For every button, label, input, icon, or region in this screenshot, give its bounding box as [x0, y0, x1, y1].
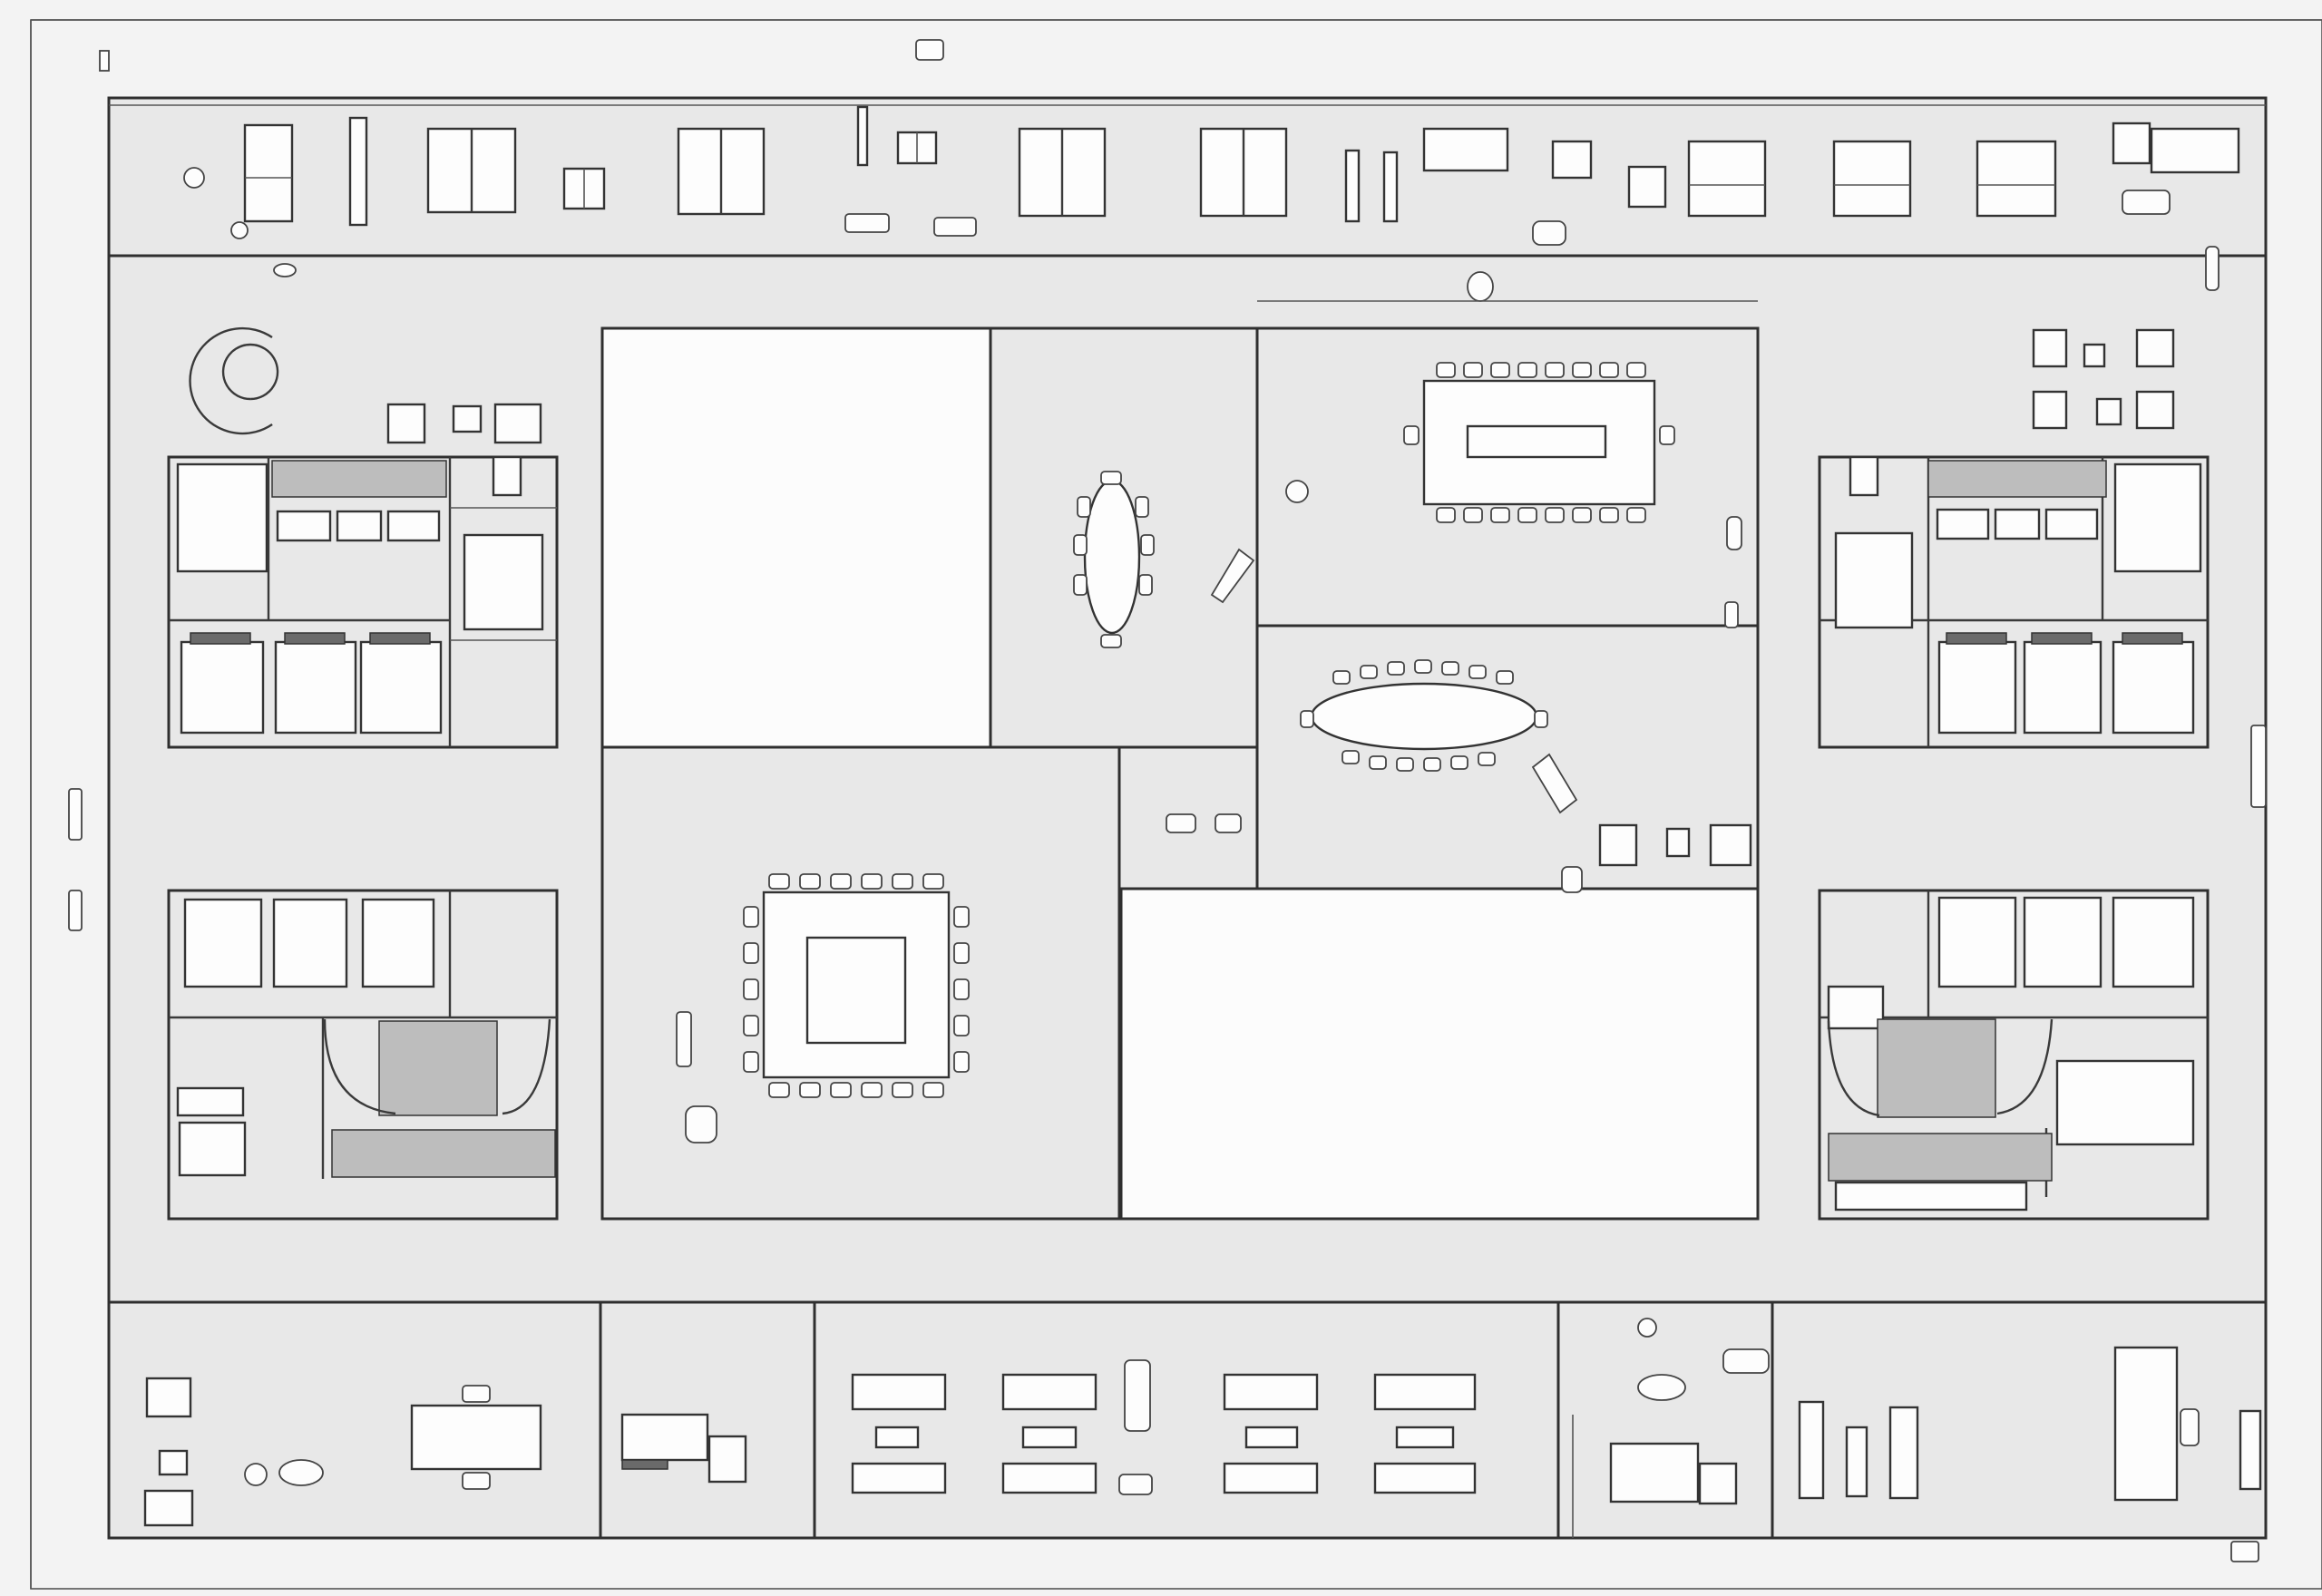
sheet-frame [30, 19, 2322, 1590]
reception-furniture [143, 1377, 542, 1527]
door-swings [68, 50, 2267, 1562]
task-chairs [183, 39, 2220, 302]
chairs [1073, 471, 1155, 648]
workroom-furniture [851, 1359, 1477, 1495]
desk-cluster [243, 105, 2240, 227]
pod-bottom-left [167, 889, 559, 1221]
bottom-support-strip [143, 1302, 2262, 1538]
chairs [1403, 362, 1675, 523]
chairs [743, 873, 970, 1098]
copy-room-furniture [1609, 1318, 1770, 1505]
conference-core [600, 300, 1760, 1221]
top-workstation-strip [183, 39, 2240, 302]
storage-room-furniture [1798, 1346, 2262, 1502]
pod-top-left [167, 326, 559, 749]
pod-bottom-right [1818, 889, 2210, 1221]
pod-top-right [1818, 328, 2210, 749]
meeting-table-oval [1166, 659, 1752, 893]
print-room-furniture [620, 1413, 747, 1484]
chairs [1300, 659, 1548, 772]
boardroom-table [1285, 362, 1742, 628]
meeting-table-square [676, 873, 970, 1143]
meeting-table-small [1073, 471, 1255, 648]
